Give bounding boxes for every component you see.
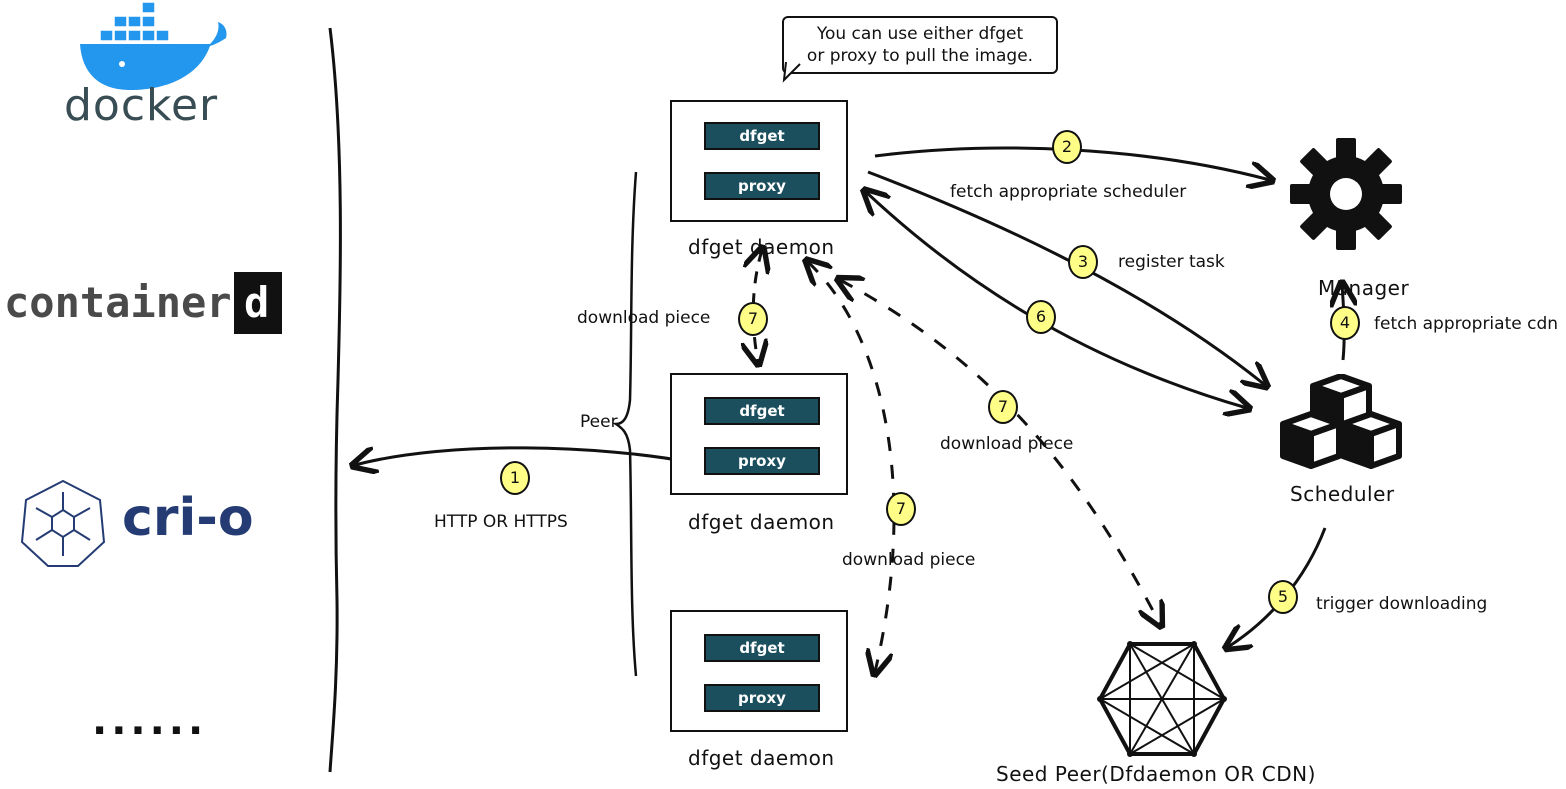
crio-name: cri-o: [122, 488, 254, 548]
step-label-3: register task: [1118, 252, 1225, 272]
step-label-7b: download piece: [842, 550, 976, 570]
daemon-box-2: dfget proxy: [670, 373, 848, 495]
proxy-button-3: proxy: [704, 684, 820, 712]
daemon-label-1: dfget daemon: [688, 235, 835, 259]
step-label-4: fetch appropriate cdn: [1374, 314, 1559, 334]
daemon-label-3: dfget daemon: [688, 746, 835, 770]
step-label-7a: download piece: [577, 308, 711, 328]
docker-name: docker: [64, 80, 219, 131]
containerd-logo: container d: [4, 270, 284, 336]
crio-logo-icon: [20, 479, 106, 567]
step-badge-5: 5: [1268, 580, 1298, 614]
docker-logo: docker: [60, 0, 230, 135]
peer-brace: [611, 171, 638, 677]
proxy-button-1: proxy: [704, 172, 820, 200]
step-badge-7a: 7: [738, 302, 768, 336]
step-label-7c: download piece: [940, 434, 1074, 454]
docker-whale-icon: [80, 1, 227, 90]
download-piece-arrow-c: [840, 280, 1160, 624]
http-arrow: [355, 448, 695, 465]
scheduler-label: Scheduler: [1290, 482, 1395, 506]
step-label-1: HTTP OR HTTPS: [434, 512, 568, 532]
hexagon-mesh-icon: [1097, 641, 1227, 757]
more-runtimes: ......: [92, 698, 208, 744]
dfget-button-2: dfget: [704, 397, 820, 425]
crio-logo: cri-o: [18, 478, 278, 568]
callout-tail: [782, 62, 801, 83]
register-task-arrow: [867, 170, 1265, 385]
manager-label: Manager: [1318, 276, 1410, 300]
callout-line-2: or proxy to pull the image.: [806, 46, 1034, 66]
daemon-box-1: dfget proxy: [670, 100, 848, 222]
gear-icon: [1290, 138, 1402, 250]
cubes-icon: [1280, 374, 1402, 469]
peer-label: Peer: [580, 412, 618, 432]
step-label-5: trigger downloading: [1316, 594, 1488, 614]
scheduler-response-arrow: [866, 192, 1247, 408]
dfget-button-1: dfget: [704, 122, 820, 150]
daemon-box-3: dfget proxy: [670, 610, 848, 732]
proxy-button-2: proxy: [704, 447, 820, 475]
step-badge-7b: 7: [886, 492, 916, 526]
containerd-d: d: [244, 278, 270, 327]
hint-callout: You can use either dfget or proxy to pul…: [782, 16, 1058, 74]
step-badge-2: 2: [1052, 130, 1082, 164]
step-badge-3: 3: [1068, 245, 1098, 279]
containerd-name: container: [4, 278, 232, 327]
callout-line-1: You can use either dfget: [816, 24, 1024, 44]
step-badge-6: 6: [1026, 300, 1056, 334]
step-badge-1: 1: [500, 461, 530, 495]
step-badge-7c: 7: [988, 390, 1018, 424]
daemon-label-2: dfget daemon: [688, 510, 835, 534]
containerd-logo-icon: d: [234, 272, 282, 334]
step-label-2: fetch appropriate scheduler: [950, 182, 1187, 202]
runtime-brace: [328, 27, 342, 773]
dfget-button-3: dfget: [704, 634, 820, 662]
step-badge-4: 4: [1330, 306, 1360, 340]
seed-peer-label: Seed Peer(Dfdaemon OR CDN): [996, 762, 1316, 786]
